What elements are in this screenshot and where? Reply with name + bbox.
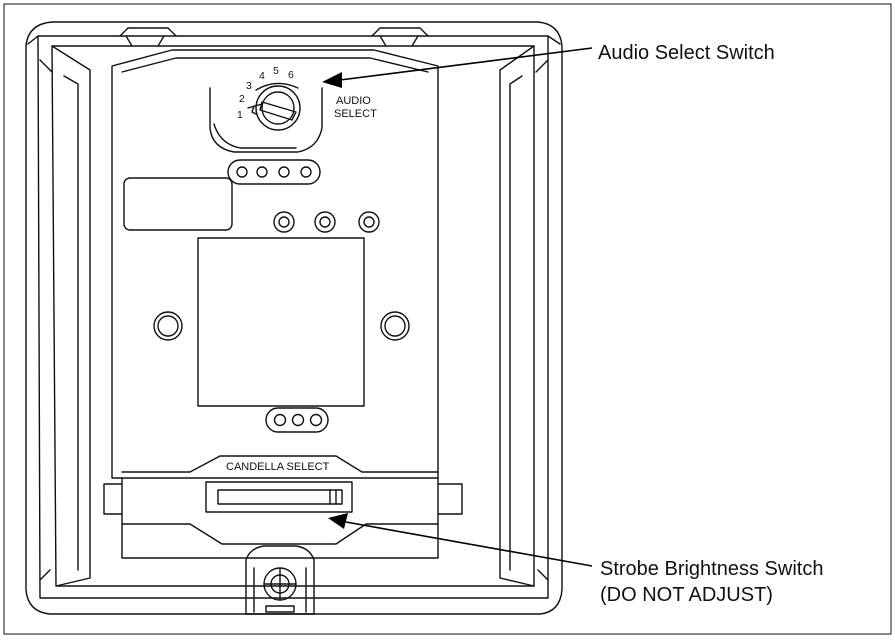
mounting-holes bbox=[153, 311, 410, 341]
dial-label-6: 6 bbox=[288, 69, 294, 81]
candella-select-switch[interactable] bbox=[205, 481, 353, 513]
audio-select-label-line1: AUDIO bbox=[336, 95, 371, 107]
strobe-warning-callout: (DO NOT ADJUST) bbox=[600, 584, 773, 606]
strobe-brightness-callout: Strobe Brightness Switch bbox=[600, 558, 823, 580]
dial-label-5: 5 bbox=[273, 65, 279, 77]
terminal-4-pin bbox=[227, 159, 321, 185]
audio-select-callout: Audio Select Switch bbox=[598, 42, 775, 64]
strobe-leader-line bbox=[328, 513, 593, 567]
dial-position-labels: 1 2 3 4 5 6 bbox=[237, 65, 294, 121]
audio-select-label-line2: SELECT bbox=[334, 108, 377, 120]
audio-leader-line bbox=[322, 47, 593, 88]
terminal-3-pin bbox=[265, 407, 329, 433]
device-housing bbox=[25, 21, 563, 615]
dial-label-4: 4 bbox=[259, 70, 265, 82]
label-window bbox=[123, 177, 233, 231]
center-panel bbox=[197, 237, 365, 407]
dial-label-2: 2 bbox=[239, 93, 245, 105]
screw-posts bbox=[273, 211, 380, 233]
candella-select-label: CANDELLA SELECT bbox=[226, 461, 330, 473]
dial-label-3: 3 bbox=[246, 80, 252, 92]
audio-select-dial[interactable] bbox=[209, 82, 323, 153]
dial-label-1: 1 bbox=[237, 109, 243, 121]
figure-border bbox=[3, 3, 892, 635]
